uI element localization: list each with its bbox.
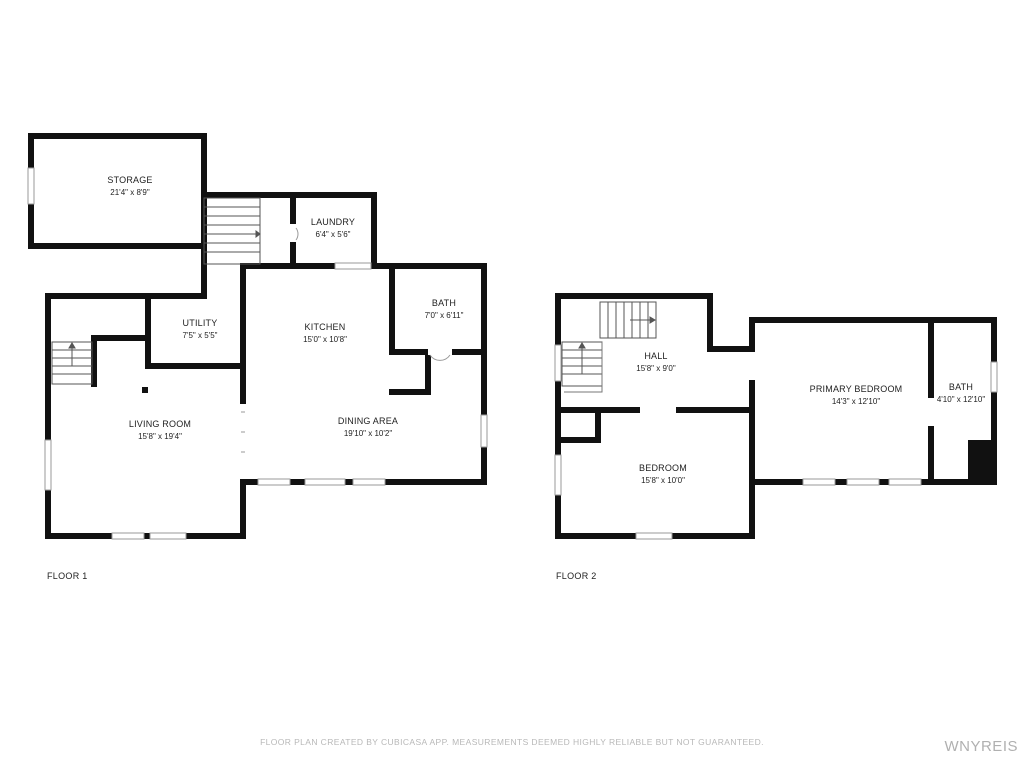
floor-1-label: FLOOR 1	[47, 571, 88, 581]
room-label-bath-1: BATH 7'0" x 6'11"	[425, 298, 464, 320]
room-name-bath-1: BATH	[432, 298, 456, 308]
floor-1-door-swings	[241, 227, 451, 453]
room-name-bedroom: BEDROOM	[639, 463, 687, 473]
floor-1-stairs-upper	[203, 197, 261, 265]
room-label-bath-2: BATH 4'10" x 12'10"	[937, 382, 985, 404]
floor-1-windows	[27, 167, 488, 540]
room-label-laundry: LAUNDRY 6'4" x 5'6"	[311, 217, 355, 239]
floor-1-walls	[28, 133, 487, 539]
disclaimer-text: FLOOR PLAN CREATED BY CUBICASA APP. MEAS…	[260, 737, 764, 747]
room-dims-dining-area: 19'10" x 10'2"	[344, 429, 392, 438]
room-name-hall: HALL	[644, 351, 667, 361]
room-dims-storage: 21'4" x 8'9"	[110, 188, 150, 197]
room-label-bedroom: BEDROOM 15'8" x 10'0"	[639, 463, 687, 485]
room-name-dining-area: DINING AREA	[338, 416, 398, 426]
room-name-bath-2: BATH	[949, 382, 973, 392]
floor-1-stairs-lower	[51, 341, 93, 385]
room-dims-utility: 7'5" x 5'5"	[183, 331, 218, 340]
room-name-kitchen: KITCHEN	[305, 322, 346, 332]
room-dims-bath-1: 7'0" x 6'11"	[425, 311, 464, 320]
room-label-dining-area: DINING AREA 19'10" x 10'2"	[338, 416, 398, 438]
room-label-utility: UTILITY 7'5" x 5'5"	[183, 318, 218, 340]
room-dims-laundry: 6'4" x 5'6"	[316, 230, 351, 239]
brand-logo-text: WNYREIS	[944, 738, 1018, 755]
column-marker	[142, 387, 148, 393]
room-name-primary-bedroom: PRIMARY BEDROOM	[810, 384, 903, 394]
floor-1-plan: STORAGE 21'4" x 8'9" LAUNDRY 6'4" x 5'6"…	[27, 133, 488, 540]
room-label-primary-bedroom: PRIMARY BEDROOM 14'3" x 12'10"	[810, 384, 903, 406]
room-dims-hall: 15'8" x 9'0"	[636, 364, 676, 373]
floor-2-stairs-lower	[561, 341, 603, 393]
floor-2-windows	[554, 344, 998, 540]
room-label-kitchen: KITCHEN 15'0" x 10'8"	[303, 322, 347, 344]
room-name-living-room: LIVING ROOM	[129, 419, 191, 429]
bath-fixture-block	[968, 440, 992, 480]
room-name-storage: STORAGE	[107, 175, 152, 185]
room-name-laundry: LAUNDRY	[311, 217, 355, 227]
room-name-utility: UTILITY	[183, 318, 218, 328]
floor-2-label: FLOOR 2	[556, 571, 597, 581]
room-label-hall: HALL 15'8" x 9'0"	[636, 351, 676, 373]
floor-2-plan: HALL 15'8" x 9'0" PRIMARY BEDROOM 14'3" …	[554, 293, 998, 540]
room-label-living-room: LIVING ROOM 15'8" x 19'4"	[129, 419, 191, 441]
room-dims-primary-bedroom: 14'3" x 12'10"	[832, 397, 880, 406]
room-label-storage: STORAGE 21'4" x 8'9"	[107, 175, 152, 197]
room-dims-bath-2: 4'10" x 12'10"	[937, 395, 985, 404]
room-dims-kitchen: 15'0" x 10'8"	[303, 335, 347, 344]
floor-2-door-openings	[640, 352, 934, 426]
room-dims-bedroom: 15'8" x 10'0"	[641, 476, 685, 485]
floor-2-stairs-upper	[599, 301, 657, 339]
floor-1-door-openings	[240, 224, 452, 464]
room-dims-living-room: 15'8" x 19'4"	[138, 432, 182, 441]
